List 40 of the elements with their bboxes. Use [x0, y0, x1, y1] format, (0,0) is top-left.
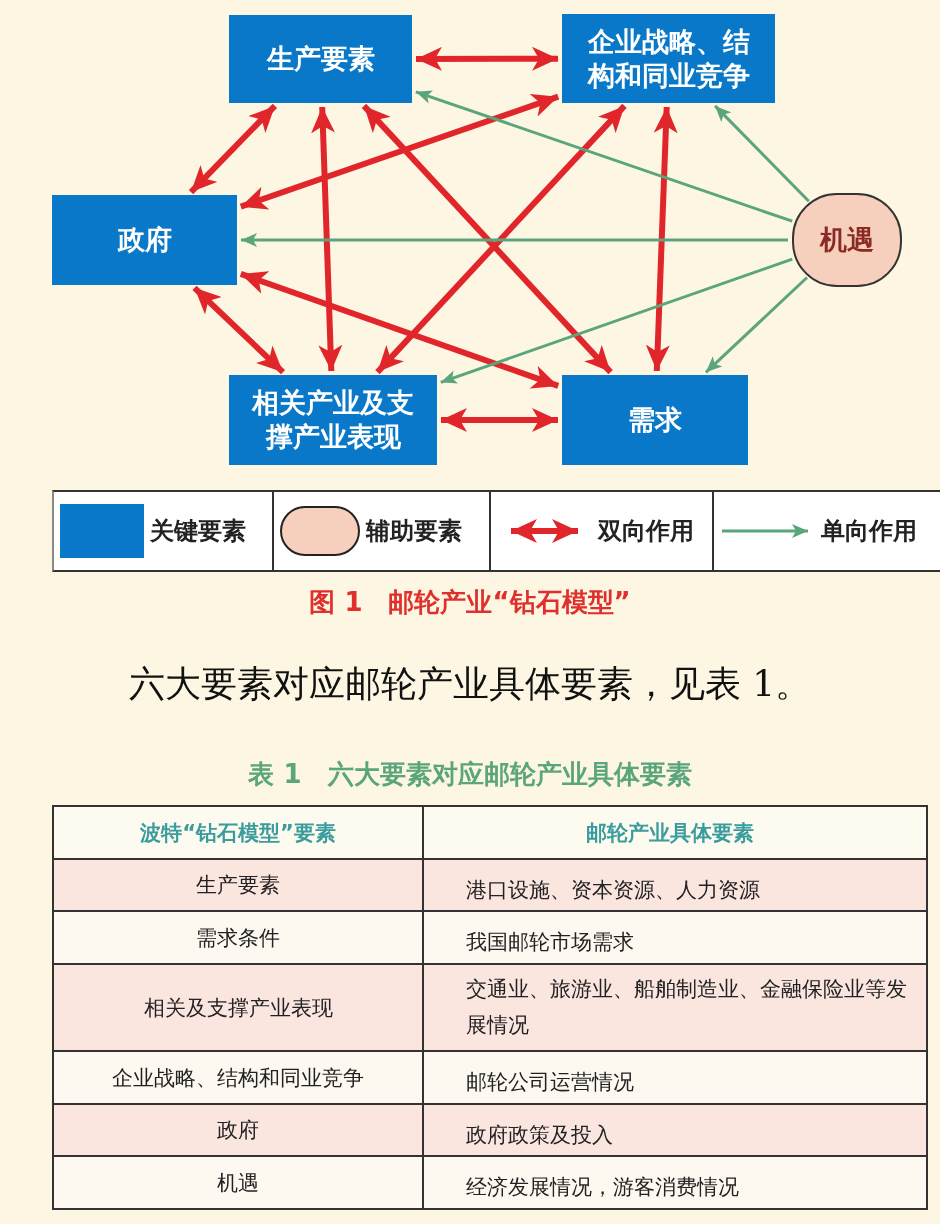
double-arrow	[416, 46, 558, 71]
arrow	[704, 276, 809, 374]
table-cell: 政府政策及投入	[424, 1105, 928, 1157]
arrow	[440, 257, 793, 384]
table-title: 表 1 六大要素对应邮轮产业具体要素	[247, 758, 693, 791]
table-cell: 机遇	[54, 1157, 424, 1210]
table-cell: 我国邮轮市场需求	[424, 912, 928, 965]
legend-label: 关键要素	[150, 515, 246, 547]
figure-caption: 图 1 邮轮产业“钻石模型”	[308, 586, 632, 619]
table-cell: 生产要素	[54, 860, 424, 912]
double-arrow	[239, 93, 560, 210]
table-cell: 需求条件	[54, 912, 424, 965]
table-cell: 港口设施、资本资源、人力资源	[424, 860, 928, 912]
legend-label: 双向作用	[598, 515, 694, 547]
table-header-cell: 邮轮产业具体要素	[424, 807, 928, 860]
double-arrow	[239, 271, 560, 389]
double-arrow	[441, 408, 558, 432]
table-cell: 经济发展情况，游客消费情况	[424, 1157, 928, 1210]
legend-label: 单向作用	[821, 515, 917, 547]
body-text: 六大要素对应邮轮产业具体要素，见表 1。	[127, 662, 813, 706]
key-factor-box: 企业战略、结构和同业竞争	[562, 14, 775, 103]
double-arrow	[188, 103, 278, 195]
key-factor-box: 相关产业及支撑产业表现	[229, 375, 437, 465]
table-cell: 相关及支撑产业表现	[54, 965, 424, 1052]
table-cell: 邮轮公司运营情况	[424, 1052, 928, 1105]
key-factor-box: 需求	[562, 375, 748, 465]
legend-label: 辅助要素	[366, 515, 462, 547]
auxiliary-factor-pill: 机遇	[792, 193, 902, 287]
arrow	[241, 233, 788, 247]
arrow	[415, 90, 793, 223]
table-cell: 政府	[54, 1105, 424, 1157]
key-factor-box: 生产要素	[229, 15, 412, 103]
arrow	[714, 104, 810, 203]
key-factor-box: 政府	[52, 195, 237, 285]
table-cell: 交通业、旅游业、船舶制造业、金融保险业等发展情况	[424, 965, 928, 1052]
table-header-cell: 波特“钻石模型”要素	[54, 807, 424, 860]
double-arrow	[645, 106, 678, 372]
table-cell: 企业战略、结构和同业竞争	[54, 1052, 424, 1105]
double-arrow	[192, 285, 286, 375]
double-arrow	[311, 106, 343, 372]
